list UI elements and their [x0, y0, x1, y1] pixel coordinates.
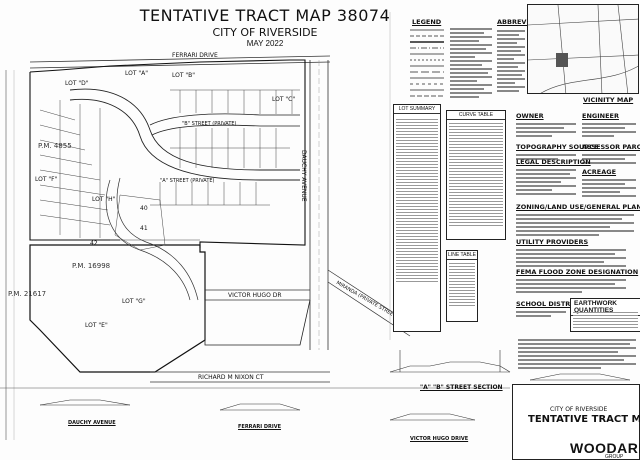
street-label-b-street: "B" STREET (PRIVATE) — [182, 121, 237, 127]
dauchy-section-label: DAUCHY AVENUE — [68, 420, 116, 426]
street-label-ferrari: FERRARI DRIVE — [172, 52, 218, 59]
legend-heading: LEGEND — [412, 18, 442, 26]
lot-g-label: LOT "G" — [122, 298, 146, 305]
lot-summary-rows — [396, 117, 438, 282]
ferrari-section-label: FERRARI DRIVE — [238, 424, 281, 430]
firm-logo-sub: GROUP — [605, 454, 624, 460]
zoning-text — [516, 212, 634, 238]
zoning-heading: ZONING/LAND USE/GENERAL PLAN — [516, 203, 640, 211]
general-notes — [518, 337, 636, 371]
engineer-text — [582, 121, 636, 139]
ab-street-section-label: "A" "B" STREET SECTION — [420, 384, 503, 391]
owner-heading: OWNER — [516, 112, 544, 120]
street-label-a-street: "A" STREET (PRIVATE) — [160, 178, 215, 184]
lot-summary-table: LOT SUMMARY — [393, 104, 441, 332]
lot-summary-heading: LOT SUMMARY — [394, 105, 440, 114]
school-district-text — [516, 309, 566, 319]
lot-number-40: 40 — [140, 205, 148, 212]
title-block-city: CITY OF RIVERSIDE — [550, 406, 608, 413]
line-table-heading: LINE TABLE — [447, 252, 477, 260]
lot-b-label: LOT "B" — [172, 72, 196, 79]
fema-text — [516, 277, 626, 295]
parcel-map-4855: P.M. 4855 — [38, 142, 72, 150]
utility-providers-text — [516, 247, 626, 269]
lot-number-41: 41 — [140, 225, 148, 232]
assessor-heading: ASSESSOR PARCEL NO. — [582, 143, 640, 151]
legend-symbols — [410, 29, 444, 97]
lot-h-label: LOT "H" — [92, 196, 116, 203]
topography-heading: TOPOGRAPHY SOURCE — [516, 143, 599, 151]
acreage-text — [582, 177, 636, 199]
title-block — [512, 384, 640, 460]
engineer-heading: ENGINEER — [582, 112, 619, 120]
street-label-victor-hugo: VICTOR HUGO DR — [228, 292, 282, 299]
earthwork-table: EARTHWORK QUANTITIES — [570, 298, 640, 332]
utility-providers-heading: UTILITY PROVIDERS — [516, 238, 589, 246]
curve-table-rows — [449, 121, 503, 226]
parcel-map-21617: P.M. 21617 — [8, 290, 47, 298]
lot-d-label: LOT "D" — [65, 80, 89, 87]
vicinity-map-heading: VICINITY MAP — [583, 96, 634, 104]
street-label-dauchy: DAUCHY AVENUE — [300, 150, 307, 202]
abbreviations-heading: ABBREVIATIONS — [497, 18, 556, 26]
lot-number-42: 42 — [90, 240, 98, 247]
firm-logo: WOODARD — [570, 440, 640, 456]
line-table-rows — [449, 261, 475, 306]
sheet-title: TENTATIVE TRACT MAP 38074 — [139, 6, 391, 25]
legend-descriptions — [450, 26, 492, 100]
lot-a-label: LOT "A" — [125, 70, 149, 77]
fema-heading: FEMA FLOOD ZONE DESIGNATION — [516, 268, 639, 276]
parcel-map-16998: P.M. 16998 — [72, 262, 111, 270]
curve-table: CURVE TABLE — [446, 110, 506, 240]
city-name: CITY OF RIVERSIDE — [212, 26, 318, 39]
school-district-heading: SCHOOL DISTRICT — [516, 300, 582, 308]
sheet-date: MAY 2022 — [246, 39, 284, 48]
legal-description-text — [516, 167, 576, 197]
victor-hugo-section-label: VICTOR HUGO DRIVE — [410, 436, 469, 442]
vicinity-map — [527, 4, 639, 94]
abbreviations-list — [497, 28, 525, 94]
vicinity-map-drawing — [528, 5, 638, 93]
legal-description-heading: LEGAL DESCRIPTION — [516, 158, 591, 166]
curve-table-heading: CURVE TABLE — [447, 111, 505, 120]
lot-e-label: LOT "E" — [85, 322, 108, 329]
title-block-title: TENTATIVE TRACT MAP 3807 — [528, 414, 640, 425]
lot-c-label: LOT "C" — [272, 96, 296, 103]
street-label-nixon: RICHARD M NIXON CT — [198, 374, 264, 381]
topography-text — [516, 152, 576, 162]
acreage-heading: ACREAGE — [582, 168, 617, 176]
owner-text — [516, 121, 576, 139]
assessor-text — [582, 152, 636, 166]
earthwork-rows — [573, 310, 638, 328]
line-table: LINE TABLE — [446, 250, 478, 322]
lot-f-label: LOT "F" — [35, 176, 58, 183]
